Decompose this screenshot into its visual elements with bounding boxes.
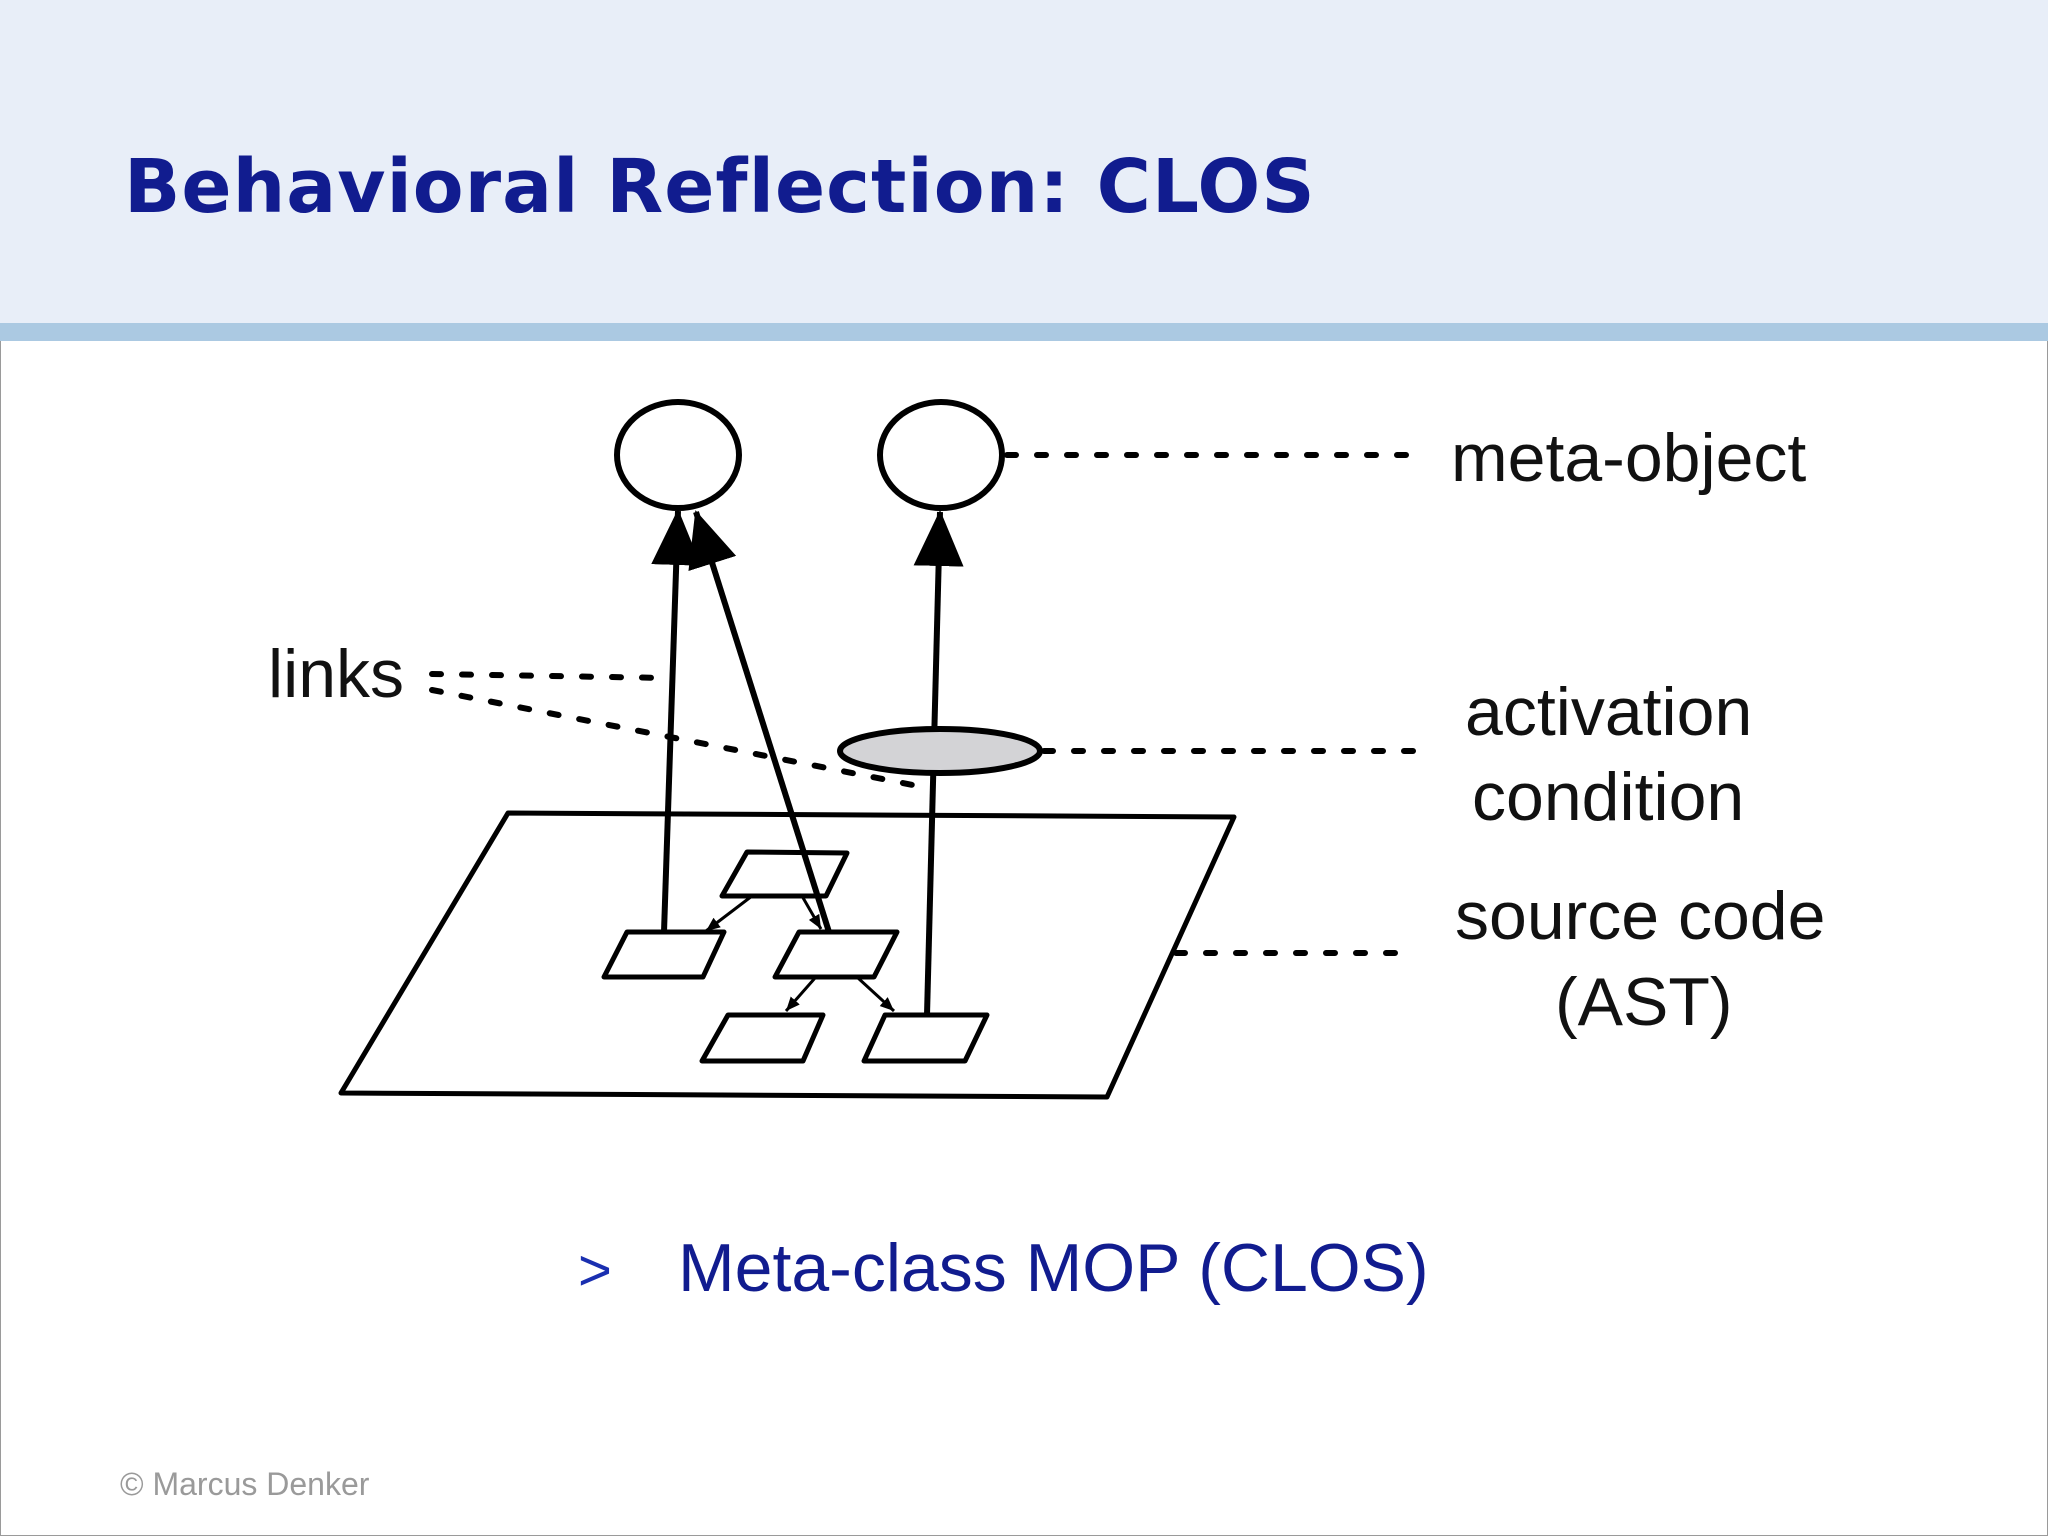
leader-links-upper xyxy=(429,671,671,681)
ast-node-left xyxy=(601,929,727,980)
ast-nodes xyxy=(601,849,990,1064)
source-code-label-line2: (AST) xyxy=(1555,964,1733,1040)
ast-node-mid xyxy=(772,929,900,980)
slide-title: Behavioral Reflection: CLOS xyxy=(124,144,1316,230)
leader-links-lower xyxy=(429,687,921,789)
activation-label-line2: condition xyxy=(1472,759,1745,835)
meta-object-label: meta-object xyxy=(1451,420,1807,496)
header-divider xyxy=(0,323,2048,341)
ast-node-bottom-right xyxy=(861,1012,990,1064)
slide-header xyxy=(0,0,2048,323)
source-code-label-line1: source code xyxy=(1455,878,1826,954)
ast-node-root xyxy=(719,849,850,899)
activation-label-line1: activation xyxy=(1465,674,1753,750)
ast-node-bottom-left xyxy=(699,1012,826,1064)
meta-object-left xyxy=(614,399,742,511)
links-label: links xyxy=(268,636,405,712)
link-arrow-left xyxy=(651,509,702,933)
activation-condition xyxy=(837,726,1043,776)
bullet-text: Meta-class MOP (CLOS) xyxy=(678,1230,1429,1306)
link-arrow-middle xyxy=(688,510,832,933)
meta-object-right xyxy=(877,399,1005,511)
bullet-marker: > xyxy=(578,1238,612,1303)
dotted-leaders xyxy=(429,452,1428,956)
copyright-footer: © Marcus Denker xyxy=(120,1466,370,1502)
ast-edges xyxy=(705,894,896,1013)
